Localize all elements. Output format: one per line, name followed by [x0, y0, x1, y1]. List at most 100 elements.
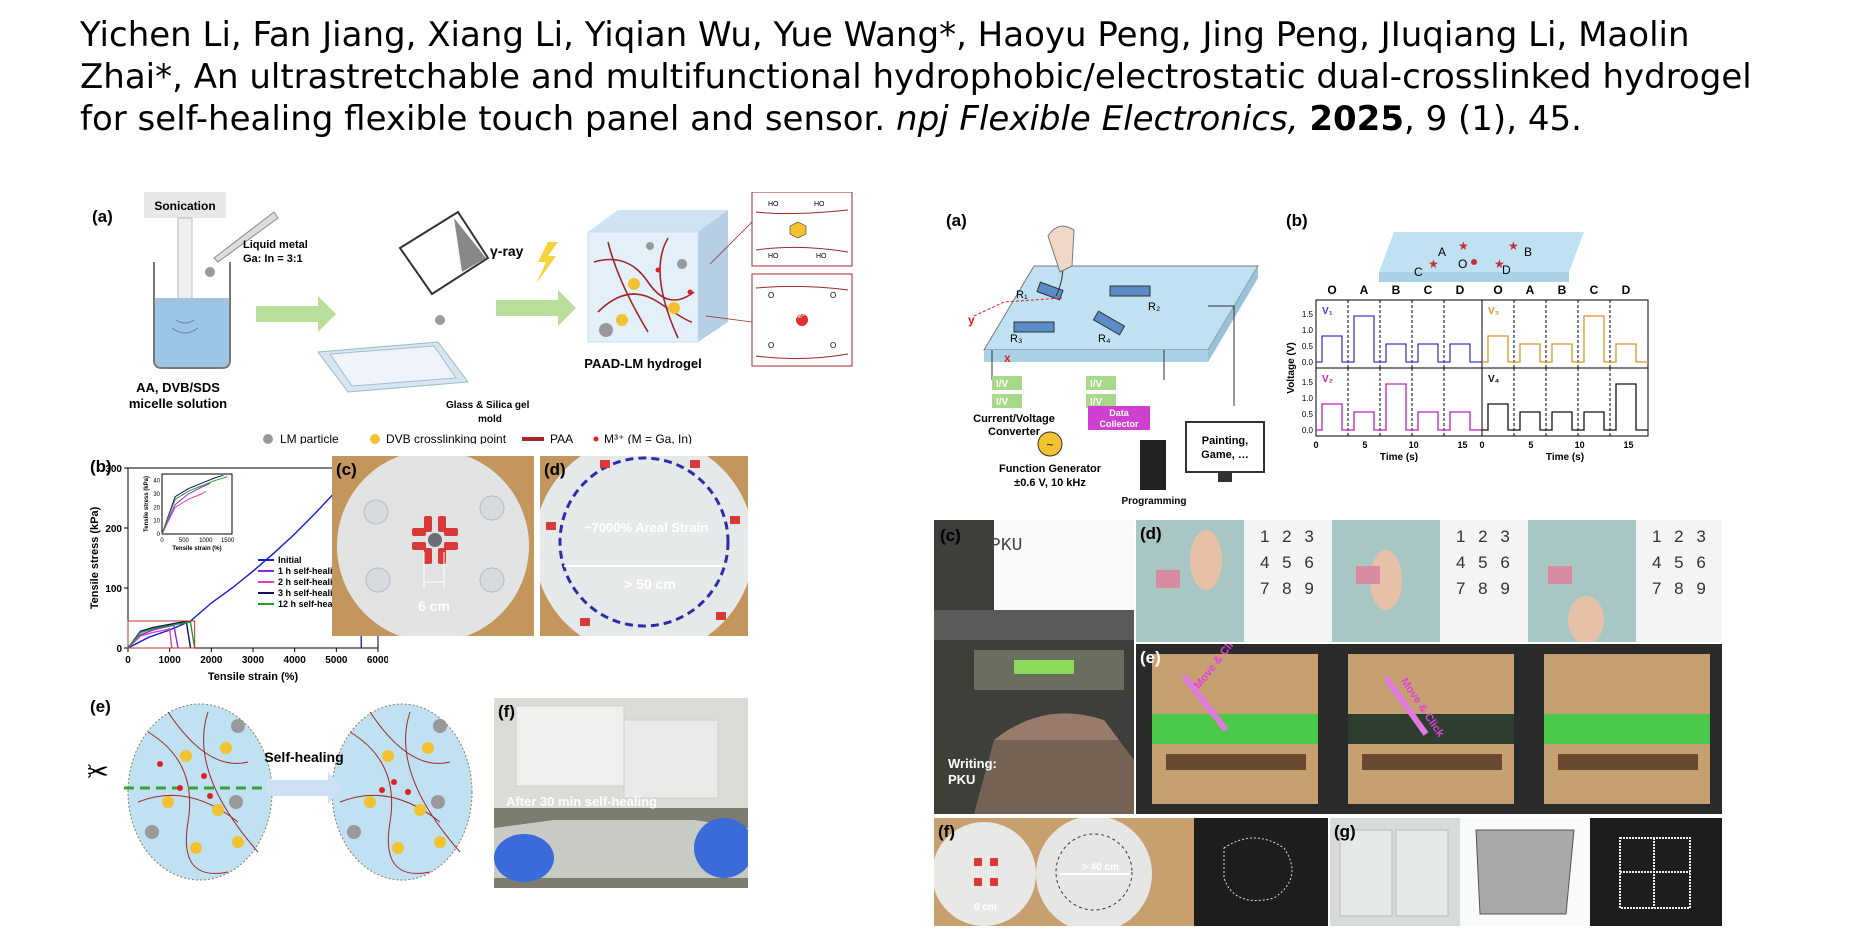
left-d-strain: ~7000% Areal Strain	[584, 520, 709, 535]
point-c: C	[1414, 265, 1423, 279]
chart-b-legend-entry: Initial	[278, 555, 302, 565]
iv-2: I/V	[996, 397, 1009, 408]
scissors-icon: ✂	[88, 756, 109, 789]
chart-b-legend-entry: 2 h self-healing	[278, 577, 344, 587]
svg-text:★: ★	[1508, 239, 1519, 253]
right-c-writing-2: PKU	[948, 772, 976, 787]
left-a-label: (a)	[92, 207, 113, 226]
left-b-label: (b)	[90, 457, 112, 476]
right-b-label: (b)	[1286, 211, 1308, 230]
rb-xtick-label: 5	[1528, 440, 1533, 450]
chart-b-inset-xtick: 0	[160, 538, 164, 544]
func-gen-line1: Function Generator	[999, 463, 1102, 475]
left-panel-e: (e) ✂ Self-healing	[88, 697, 473, 881]
o-2: O	[830, 291, 836, 300]
solution-line2: micelle solution	[129, 396, 227, 411]
chart-b-inset-ytick: 10	[153, 519, 160, 525]
chart-b-ylabel: Tensile stress (kPa)	[89, 506, 101, 609]
rb-ytick-label: 0.0	[1302, 358, 1314, 367]
svg-text:~: ~	[1046, 438, 1053, 452]
m3-label: M³⁺	[796, 313, 808, 320]
converter-line1: Current/Voltage	[973, 413, 1055, 425]
chart-b-xtick-label: 1000	[159, 655, 182, 666]
finger-icon	[1047, 225, 1075, 273]
citation-authors: Yichen Li, Fan Jiang, Xiang Li, Yiqian W…	[80, 15, 1690, 97]
chart-b-ytick-label: 100	[105, 584, 122, 595]
point-d: D	[1502, 263, 1511, 277]
chart-b-ytick-label: 300	[105, 464, 122, 475]
process-arrow-2	[496, 290, 576, 326]
chart-b-inset-ytick: 0	[157, 532, 161, 538]
ho-1: HO	[768, 201, 779, 208]
chart-b-inset-xtick: 1000	[199, 538, 213, 544]
left-d-label: (d)	[544, 460, 566, 479]
citation-journal: npj Flexible Electronics,	[896, 99, 1299, 139]
o-1: O	[768, 291, 774, 300]
y-label: y	[968, 313, 975, 327]
left-f-label: (f)	[498, 702, 515, 721]
rb-channel-label: V₄	[1488, 374, 1500, 385]
right-a-label: (a)	[946, 211, 967, 230]
converter-line2: Converter	[988, 426, 1041, 438]
gamma-ray: γ-ray	[490, 243, 524, 259]
sonication-text: Sonication	[154, 199, 215, 213]
rb-segment-label: O	[1493, 283, 1502, 297]
rb-ylabel: Voltage (V)	[1286, 342, 1297, 393]
left-e-label: (e)	[90, 697, 111, 716]
chart-b-inset-xtick: 1500	[221, 538, 235, 544]
o-4: O	[830, 341, 836, 350]
point-b: B	[1524, 245, 1532, 259]
chart-b-xtick-label: 0	[125, 655, 131, 666]
chart-b-xlabel: Tensile strain (%)	[208, 671, 299, 683]
legend-lm: LM particle	[280, 432, 339, 444]
left-panel-f-photo: (f) After 30 min self-healing	[494, 698, 748, 888]
rb-voltage-trace	[1482, 315, 1648, 363]
chart-b-xtick-label: 4000	[284, 655, 307, 666]
func-gen-line2: ±0.6 V, 10 kHz	[1014, 477, 1086, 489]
left-c-label: (c)	[336, 460, 357, 479]
chart-b-inset-line	[161, 474, 224, 535]
rb-segment-label: B	[1392, 283, 1401, 297]
left-panel-d-photo: (d) ~7000% Areal Strain > 50 cm	[540, 456, 748, 636]
ho-2: HO	[814, 201, 825, 208]
rb-segment-label: A	[1526, 283, 1535, 297]
left-panel-a: (a) Sonication Liquid metal Ga: In = 3:1…	[92, 192, 853, 444]
mold-line2: mold	[478, 414, 502, 425]
rb-segment-label: C	[1424, 283, 1433, 297]
chart-b-zoom-box	[127, 620, 196, 649]
r4-label: R₄	[1098, 333, 1111, 345]
solution-line1: AA, DVB/SDS	[136, 380, 220, 395]
chart-b-series-line	[127, 621, 196, 649]
rb-channel-label: V₁	[1322, 306, 1333, 317]
right-figure: (a) R₁ R₂ R₃ R₄ y x I/V I/V I/V I/V Curr…	[934, 206, 1724, 926]
right-f-m1: 6 cm	[974, 902, 997, 913]
rb-xtick-label: 15	[1457, 440, 1467, 450]
chart-b-series-line	[127, 627, 173, 649]
rb-xtick-label: 15	[1623, 440, 1633, 450]
citation: Yichen Li, Fan Jiang, Xiang Li, Yiqian W…	[80, 14, 1780, 140]
legend-paa: PAA	[550, 432, 573, 444]
rb-voltage-trace	[1316, 383, 1482, 431]
right-c-board: PKU	[990, 536, 1023, 556]
rb-plot-frame	[1315, 367, 1483, 437]
svg-text:★: ★	[1458, 239, 1469, 253]
liquid-metal: Liquid metal	[243, 239, 308, 251]
mold-line1: Glass & Silica gel	[446, 400, 530, 411]
right-d-label: (d)	[1140, 524, 1162, 543]
point-o: O	[1458, 257, 1467, 271]
lightning-icon	[536, 242, 558, 284]
right-f-label: (f)	[938, 822, 955, 841]
chart-b-inset-xtick: 500	[179, 538, 190, 544]
chart-b-legend-entry: 1 h self-healing	[278, 566, 344, 576]
ga-in-ratio: Ga: In = 3:1	[243, 253, 303, 265]
programming-label: Programming	[1121, 496, 1186, 507]
self-healing-arrow	[266, 772, 342, 804]
rb-ytick-label: 0.5	[1302, 342, 1314, 351]
chart-b-inset-line	[161, 490, 207, 535]
right-c-writing-1: Writing:	[948, 756, 997, 771]
screen-line2: Game, …	[1201, 449, 1249, 461]
chart-b-series-line	[127, 624, 179, 649]
